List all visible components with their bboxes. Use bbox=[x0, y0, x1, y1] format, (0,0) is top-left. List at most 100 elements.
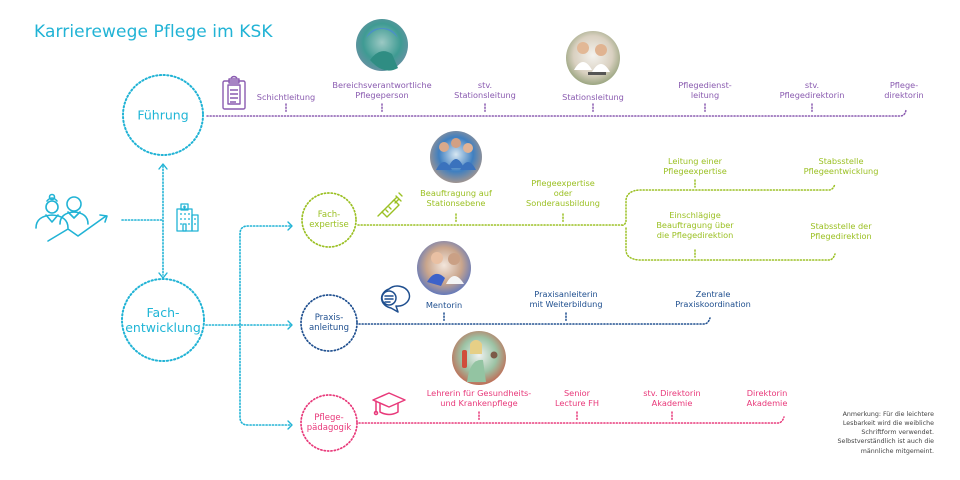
step-line: Stationsleitung bbox=[454, 90, 516, 100]
step-line: direktorin bbox=[884, 90, 924, 100]
step-bereichsverantwortliche: Bereichsverantwortliche Pflegeperson bbox=[332, 80, 431, 100]
fachentwicklung-hub-label[interactable]: Fach- entwicklung bbox=[125, 305, 201, 335]
step-line: Einschlägige bbox=[669, 210, 721, 220]
photo-beauftragung bbox=[430, 131, 482, 183]
fuehrung-hub-circle[interactable] bbox=[122, 74, 204, 156]
fachexpertise-path bbox=[357, 179, 836, 261]
step-stabsstelle-pflegedirektion: Stabsstelle der Pflegedirektion bbox=[810, 221, 872, 241]
praxisanleitung-circle[interactable] bbox=[300, 294, 358, 352]
step-stv-direktorin-akademie: stv. Direktorin Akademie bbox=[643, 388, 700, 408]
footnote-line: männliche mitgemeint. bbox=[860, 447, 934, 455]
step-line: Direktorin bbox=[746, 388, 788, 398]
arrow-up-icon bbox=[158, 163, 168, 170]
photo-bereichsverantwortliche bbox=[356, 19, 408, 71]
step-line: Beauftragung über bbox=[656, 220, 734, 230]
step-line: Pflegeexpertise bbox=[663, 166, 727, 176]
fachentwicklung-line1: Fach- bbox=[146, 305, 180, 320]
pflegepaedagogik-line2: pädagogik bbox=[306, 423, 352, 433]
step-einschlaegige-beauftragung: Einschlägige Beauftragung über die Pfleg… bbox=[656, 210, 733, 240]
step-line: Senior bbox=[563, 388, 591, 398]
speech-bubble-icon bbox=[380, 285, 411, 313]
page-title: Karrierewege Pflege im KSK bbox=[34, 22, 273, 42]
pflegepaedagogik-label[interactable]: Pflege- pädagogik bbox=[307, 413, 351, 433]
praxisanleitung-label[interactable]: Praxis- anleitung bbox=[309, 313, 349, 333]
step-line: Stabsstelle der bbox=[810, 221, 872, 231]
pflegepaedagogik-circle[interactable] bbox=[300, 394, 358, 452]
fuehrung-path-line bbox=[206, 109, 907, 117]
step-line: Pflegeentwicklung bbox=[803, 166, 879, 176]
step-line: mit Weiterbildung bbox=[529, 299, 603, 309]
step-line: Beauftragung auf bbox=[420, 188, 492, 198]
fachexpertise-line1: Fach- bbox=[317, 209, 341, 220]
photo-lehrerin bbox=[452, 331, 506, 385]
step-pflegedienstleitung: Pflegedienst- leitung bbox=[678, 80, 732, 100]
praxis-path-line bbox=[358, 317, 711, 325]
step-line: Akademie bbox=[651, 398, 693, 408]
step-line: Stabsstelle bbox=[818, 156, 864, 166]
step-stv-stationsleitung: stv. Stationsleitung bbox=[454, 80, 516, 100]
fuehrung-hub-text: Führung bbox=[137, 107, 189, 123]
step-line: Pflegedienst- bbox=[678, 80, 732, 90]
step-line: und Krankenpflege bbox=[440, 398, 518, 408]
step-lehrerin: Lehrerin für Gesundheits- und Krankenpfl… bbox=[427, 388, 532, 408]
step-stabsstelle-pflegeentwicklung: Stabsstelle Pflegeentwicklung bbox=[804, 156, 879, 176]
fuehrung-hub-label[interactable]: Führung bbox=[137, 108, 188, 123]
arrow-right-fachexpertise-icon bbox=[287, 221, 293, 231]
step-line: Lecture FH bbox=[554, 398, 600, 408]
step-line: Pflegedirektorin bbox=[779, 90, 845, 100]
fachexpertise-label[interactable]: Fach- expertise bbox=[309, 210, 349, 230]
step-leitung-pflegeexpertise: Leitung einer Pflegeexpertise bbox=[663, 156, 727, 176]
arrow-right-praxis-icon bbox=[287, 320, 293, 330]
arrow-right-paedagogik-icon bbox=[287, 420, 293, 430]
step-schichtleitung: Schichtleitung bbox=[257, 92, 315, 102]
step-line: leitung bbox=[690, 90, 720, 100]
footnote-line: Selbstverständlich ist auch die bbox=[837, 438, 934, 446]
praxis-path bbox=[358, 312, 711, 325]
step-praxisanleiterin: Praxisanleiterin mit Weiterbildung bbox=[529, 289, 602, 309]
step-line: stv. Direktorin bbox=[643, 388, 701, 398]
step-line: Pflege- bbox=[889, 80, 919, 90]
fachentwicklung-hub-circle[interactable] bbox=[121, 278, 205, 362]
step-senior-lecture: Senior Lecture FH bbox=[555, 388, 599, 408]
trunk-connectors bbox=[121, 165, 291, 426]
photo-mentorin bbox=[417, 241, 471, 295]
step-stationsleitung: Stationsleitung bbox=[562, 92, 624, 102]
step-line: Praxisanleiterin bbox=[534, 289, 598, 299]
step-line: oder bbox=[553, 188, 573, 198]
fachexpertise-circle[interactable] bbox=[301, 192, 357, 248]
photo-stationsleitung bbox=[566, 31, 620, 85]
trunk-arrowheads bbox=[158, 163, 293, 430]
branch-bracket-line bbox=[239, 225, 291, 426]
step-direktorin-akademie: Direktorin Akademie bbox=[747, 388, 788, 408]
step-line: Sonderausbildung bbox=[526, 198, 600, 208]
hospital-icon bbox=[176, 203, 199, 232]
footnote-line: Schriftform verwendet. bbox=[861, 429, 934, 437]
step-line: Zentrale bbox=[695, 289, 731, 299]
step-line: stv. bbox=[477, 80, 493, 90]
step-line: Pflegedirektion bbox=[810, 231, 872, 241]
clipboard-icon bbox=[222, 75, 246, 110]
footnote-line: Anmerkung: Für die leichtere bbox=[842, 411, 934, 418]
fuehrung-path bbox=[206, 103, 907, 117]
step-line: die Pflegedirektion bbox=[656, 230, 734, 240]
step-line: Mentorin bbox=[425, 300, 463, 310]
syringe-icon bbox=[377, 192, 403, 218]
step-pflegeexpertise-sonderausbildung: Pflegeexpertise oder Sonderausbildung bbox=[526, 178, 600, 208]
step-line: Lehrerin für Gesundheits- bbox=[426, 388, 532, 398]
step-pflegedirektorin: Pflege- direktorin bbox=[884, 80, 924, 100]
praxisanleitung-line2: anleitung bbox=[308, 323, 350, 333]
step-line: stv. bbox=[804, 80, 820, 90]
step-line: Praxiskoordination bbox=[675, 299, 751, 309]
footnote: Anmerkung: Für die leichtere Lesbarkeit … bbox=[784, 410, 934, 456]
step-line: Bereichsverantwortliche bbox=[332, 80, 432, 90]
step-line: Stationsebene bbox=[426, 198, 486, 208]
step-line: Schichtleitung bbox=[256, 92, 316, 102]
step-line: Pflegeperson bbox=[355, 90, 409, 100]
step-zentrale-praxiskoordination: Zentrale Praxiskoordination bbox=[675, 289, 751, 309]
step-line: Akademie bbox=[746, 398, 788, 408]
step-line: Stationsleitung bbox=[562, 92, 624, 102]
nurses-career-growth-icon bbox=[35, 193, 108, 242]
footnote-line: Lesbarkeit wird die weibliche bbox=[842, 420, 934, 428]
fachexpertise-upper-bracket bbox=[621, 183, 836, 226]
